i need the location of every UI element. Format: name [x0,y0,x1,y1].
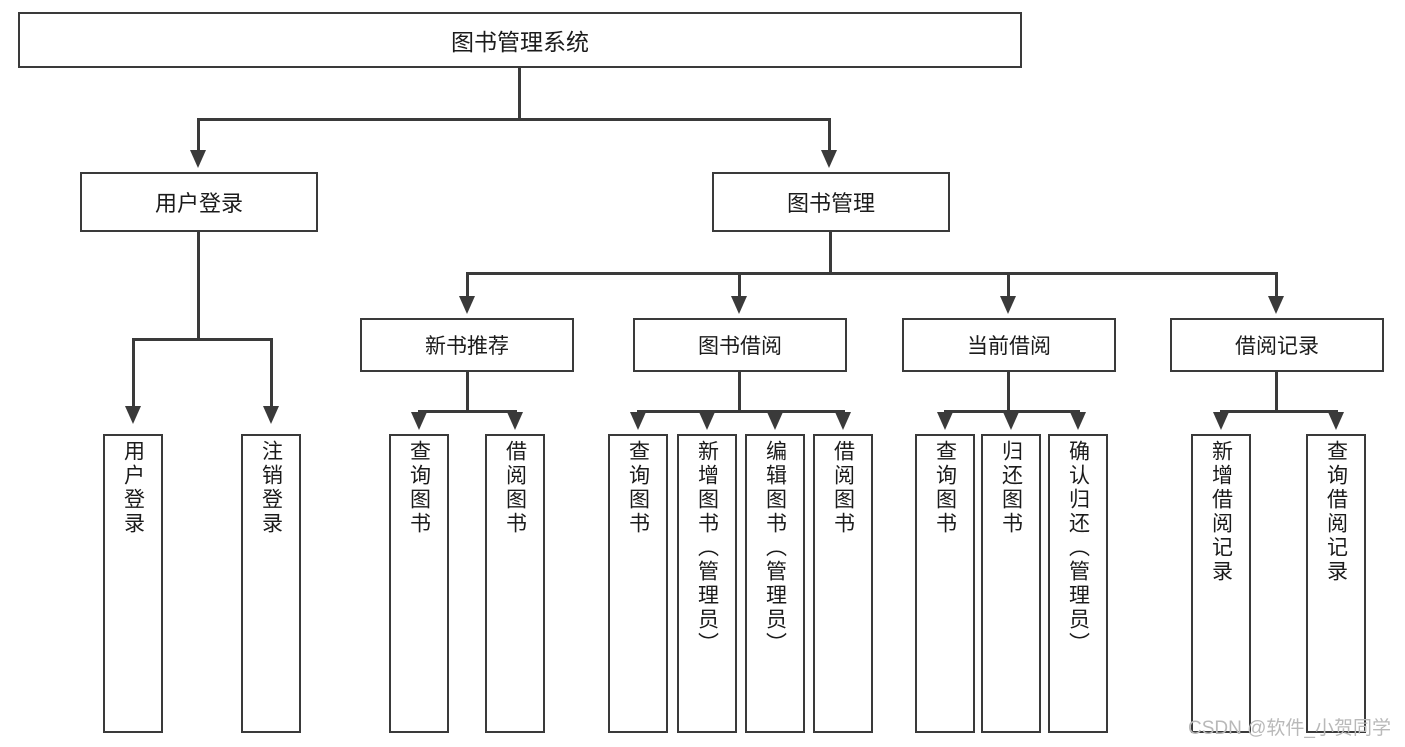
arrowhead-book-borrow-leaf-1 [630,412,646,430]
leaf-current-borrow-return[interactable]: 归还图书 [981,434,1041,733]
arrowhead-new-book-leaf-2 [507,412,523,430]
arrowhead-borrow-record-leaf-2 [1328,412,1344,430]
leaf-book-borrow-edit[interactable]: 编辑图书（管理员） [745,434,805,733]
connector-root-bus [197,118,831,121]
leaf-label: 新增图书（管理员） [695,440,719,656]
connector-book-mgmt-stem [829,232,832,274]
connector-new-book-bus [418,410,516,413]
arrowhead-new-book-leaf-1 [411,412,427,430]
leaf-label: 新增借阅记录 [1209,440,1233,584]
leaf-label: 查询图书 [407,440,431,536]
connector-borrow-record-stem [1275,372,1278,412]
node-label: 借阅记录 [1235,335,1319,358]
arrowhead-root-to-user-login [190,150,206,168]
arrowhead-book-mgmt-new-book [459,296,475,314]
arrowhead-book-mgmt-current [1000,296,1016,314]
leaf-label: 借阅图书 [831,440,855,536]
leaf-user-login-login[interactable]: 用户登录 [103,434,163,733]
connector-book-borrow-stem [738,372,741,412]
leaf-label: 注销登录 [259,440,283,536]
leaf-book-borrow-add[interactable]: 新增图书（管理员） [677,434,737,733]
connector-new-book-stem [466,372,469,412]
arrowhead-book-borrow-leaf-3 [767,412,783,430]
connector-root-stem [518,68,521,120]
leaf-current-borrow-query[interactable]: 查询图书 [915,434,975,733]
connector-book-mgmt-to-new-book [466,272,469,298]
arrowhead-user-login-leaf-1 [125,406,141,424]
node-label: 用户登录 [154,191,243,216]
leaf-label: 查询借阅记录 [1324,440,1348,584]
leaf-label: 查询图书 [933,440,957,536]
node-current-borrow[interactable]: 当前借阅 [902,318,1116,372]
node-root-system[interactable]: 图书管理系统 [18,12,1022,68]
node-label: 新书推荐 [425,335,509,358]
node-label: 图书借阅 [698,335,782,358]
leaf-new-book-borrow[interactable]: 借阅图书 [485,434,545,733]
connector-user-login-stem [197,232,200,340]
node-label: 图书管理系统 [451,29,589,55]
connector-book-mgmt-to-current [1007,272,1010,298]
connector-book-mgmt-to-borrow [738,272,741,298]
arrowhead-book-mgmt-borrow [731,296,747,314]
connector-root-to-user-login [197,118,200,154]
leaf-borrow-record-query[interactable]: 查询借阅记录 [1306,434,1366,733]
arrowhead-user-login-leaf-2 [263,406,279,424]
leaf-new-book-query[interactable]: 查询图书 [389,434,449,733]
arrowhead-book-borrow-leaf-2 [699,412,715,430]
leaf-label: 借阅图书 [503,440,527,536]
leaf-current-borrow-confirm[interactable]: 确认归还（管理员） [1048,434,1108,733]
arrowhead-current-borrow-leaf-2 [1003,412,1019,430]
node-user-login[interactable]: 用户登录 [80,172,318,232]
leaf-label: 归还图书 [999,440,1023,536]
csdn-watermark: CSDN @软件_小贺同学 [1188,718,1391,739]
node-label: 当前借阅 [967,335,1051,358]
arrowhead-book-borrow-leaf-4 [835,412,851,430]
connector-book-mgmt-to-record [1275,272,1278,298]
arrowhead-current-borrow-leaf-1 [937,412,953,430]
arrowhead-book-mgmt-record [1268,296,1284,314]
leaf-book-borrow-borrow[interactable]: 借阅图书 [813,434,873,733]
connector-root-to-book-mgmt [828,118,831,154]
node-book-borrow[interactable]: 图书借阅 [633,318,847,372]
connector-user-login-bus [132,338,270,341]
leaf-label: 编辑图书（管理员） [763,440,787,656]
node-new-book-recommend[interactable]: 新书推荐 [360,318,574,372]
node-book-management[interactable]: 图书管理 [712,172,950,232]
connector-borrow-record-bus [1220,410,1338,413]
leaf-label: 确认归还（管理员） [1066,440,1090,656]
node-label: 图书管理 [786,191,875,216]
connector-user-login-to-leaf-2 [270,338,273,410]
connector-current-borrow-stem [1007,372,1010,412]
leaf-borrow-record-add[interactable]: 新增借阅记录 [1191,434,1251,733]
connector-user-login-to-leaf-1 [132,338,135,410]
connector-book-mgmt-bus [466,272,1275,275]
leaf-label: 查询图书 [626,440,650,536]
leaf-label: 用户登录 [121,440,145,536]
arrowhead-current-borrow-leaf-3 [1070,412,1086,430]
leaf-user-login-logout[interactable]: 注销登录 [241,434,301,733]
arrowhead-borrow-record-leaf-1 [1213,412,1229,430]
connector-book-borrow-bus [637,410,844,413]
node-borrow-record[interactable]: 借阅记录 [1170,318,1384,372]
leaf-book-borrow-query[interactable]: 查询图书 [608,434,668,733]
arrowhead-root-to-book-mgmt [821,150,837,168]
